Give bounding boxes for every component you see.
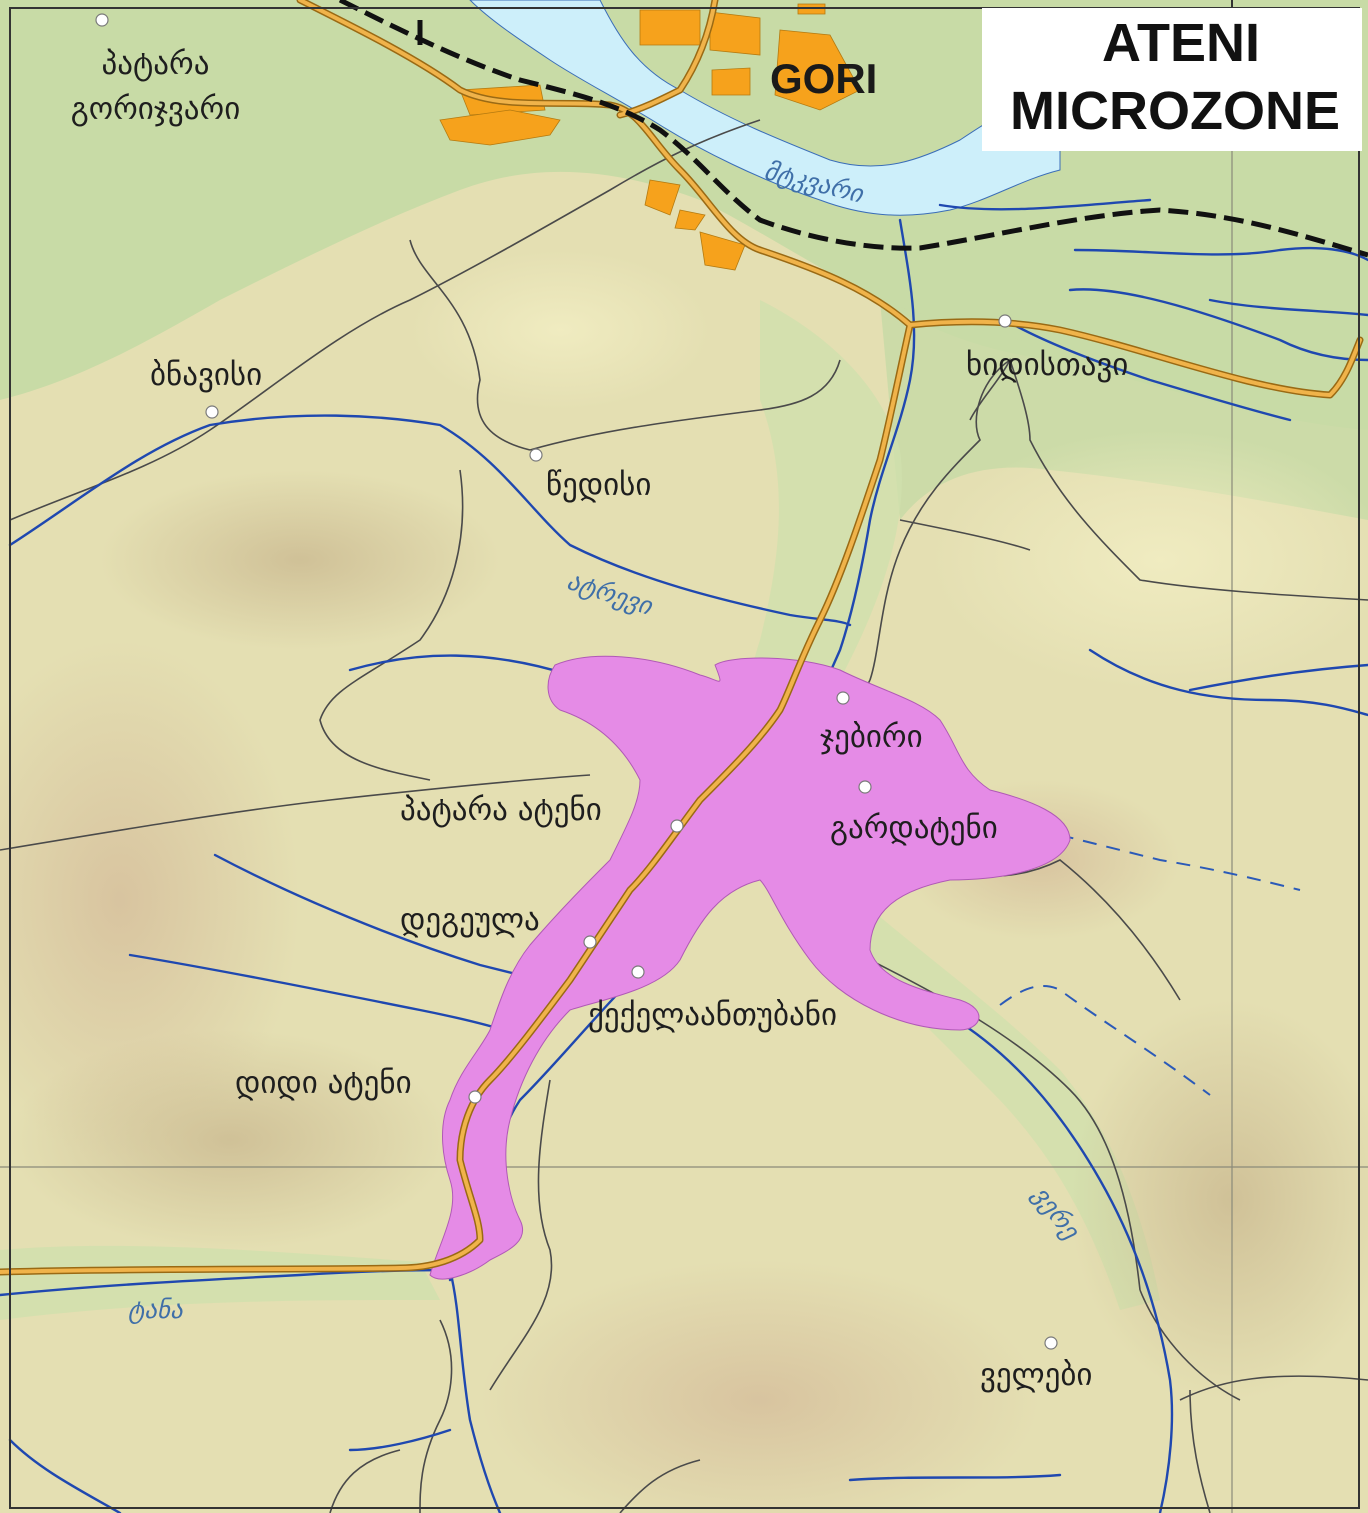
settlement-label-patara-ateni: პატარა ატენი [400, 792, 602, 828]
title-box: ATENI MICROZONE [982, 8, 1362, 151]
title-line-1: ATENI [1102, 13, 1260, 73]
settlement-points [95, 13, 1058, 1350]
point-khidistavi [998, 314, 1012, 328]
mtkvari-river-area [469, 0, 1061, 216]
mountain-shade [10, 1030, 450, 1250]
point-kekelaantubani [631, 965, 645, 979]
title-line-2: MICROZONE [1010, 81, 1340, 141]
intermittent-streams [919, 799, 1301, 1096]
settlement-label-velebi: ველები [980, 1357, 1093, 1393]
point-jebiri [836, 691, 850, 705]
settlement-label-tsedisi: წედისი [546, 467, 652, 503]
settlement-label-patara-gorijvari: პატარა გორიჯვარი [70, 46, 241, 127]
admin-lines [0, 119, 1368, 1513]
point-velebi [1044, 1336, 1058, 1350]
settlement-label-degeula: დეგეულა [400, 902, 540, 938]
point-patara-ateni [670, 819, 684, 833]
map-frame [9, 7, 1360, 1509]
point-patara-gorijvari [95, 13, 109, 27]
settlement-label-bnavisi: ბნავისი [150, 357, 263, 393]
roads [0, 0, 1364, 1276]
point-tsedisi [529, 448, 543, 462]
urban-areas [439, 3, 861, 271]
railway [338, 0, 1368, 258]
mountain-shade [100, 470, 500, 650]
mountain-shade [480, 1260, 1040, 1513]
point-degeula [583, 935, 597, 949]
lowland-south-strip [0, 1245, 440, 1320]
point-didi-ateni [468, 1090, 482, 1104]
settlement-label-gardateni: გარდატენი [830, 810, 998, 846]
hill-shade [930, 430, 1368, 690]
settlement-label-jebiri: ჯებირი [820, 719, 923, 755]
settlement-label-khidistavi: ხიდისთავი [966, 347, 1129, 383]
ateni-microzone [429, 655, 1071, 1280]
point-bnavisi [205, 405, 219, 419]
river-label-tana: ტანა [128, 1295, 183, 1324]
settlement-label-didi-ateni: დიდი ატენი [235, 1065, 412, 1101]
hill-shade [410, 250, 710, 410]
mountain-shade [0, 640, 300, 1160]
settlement-label-kekelaantubani: ქექელაანთუბანი [588, 997, 837, 1033]
point-gardateni [858, 780, 872, 794]
city-label-gori: GORI [770, 55, 878, 102]
